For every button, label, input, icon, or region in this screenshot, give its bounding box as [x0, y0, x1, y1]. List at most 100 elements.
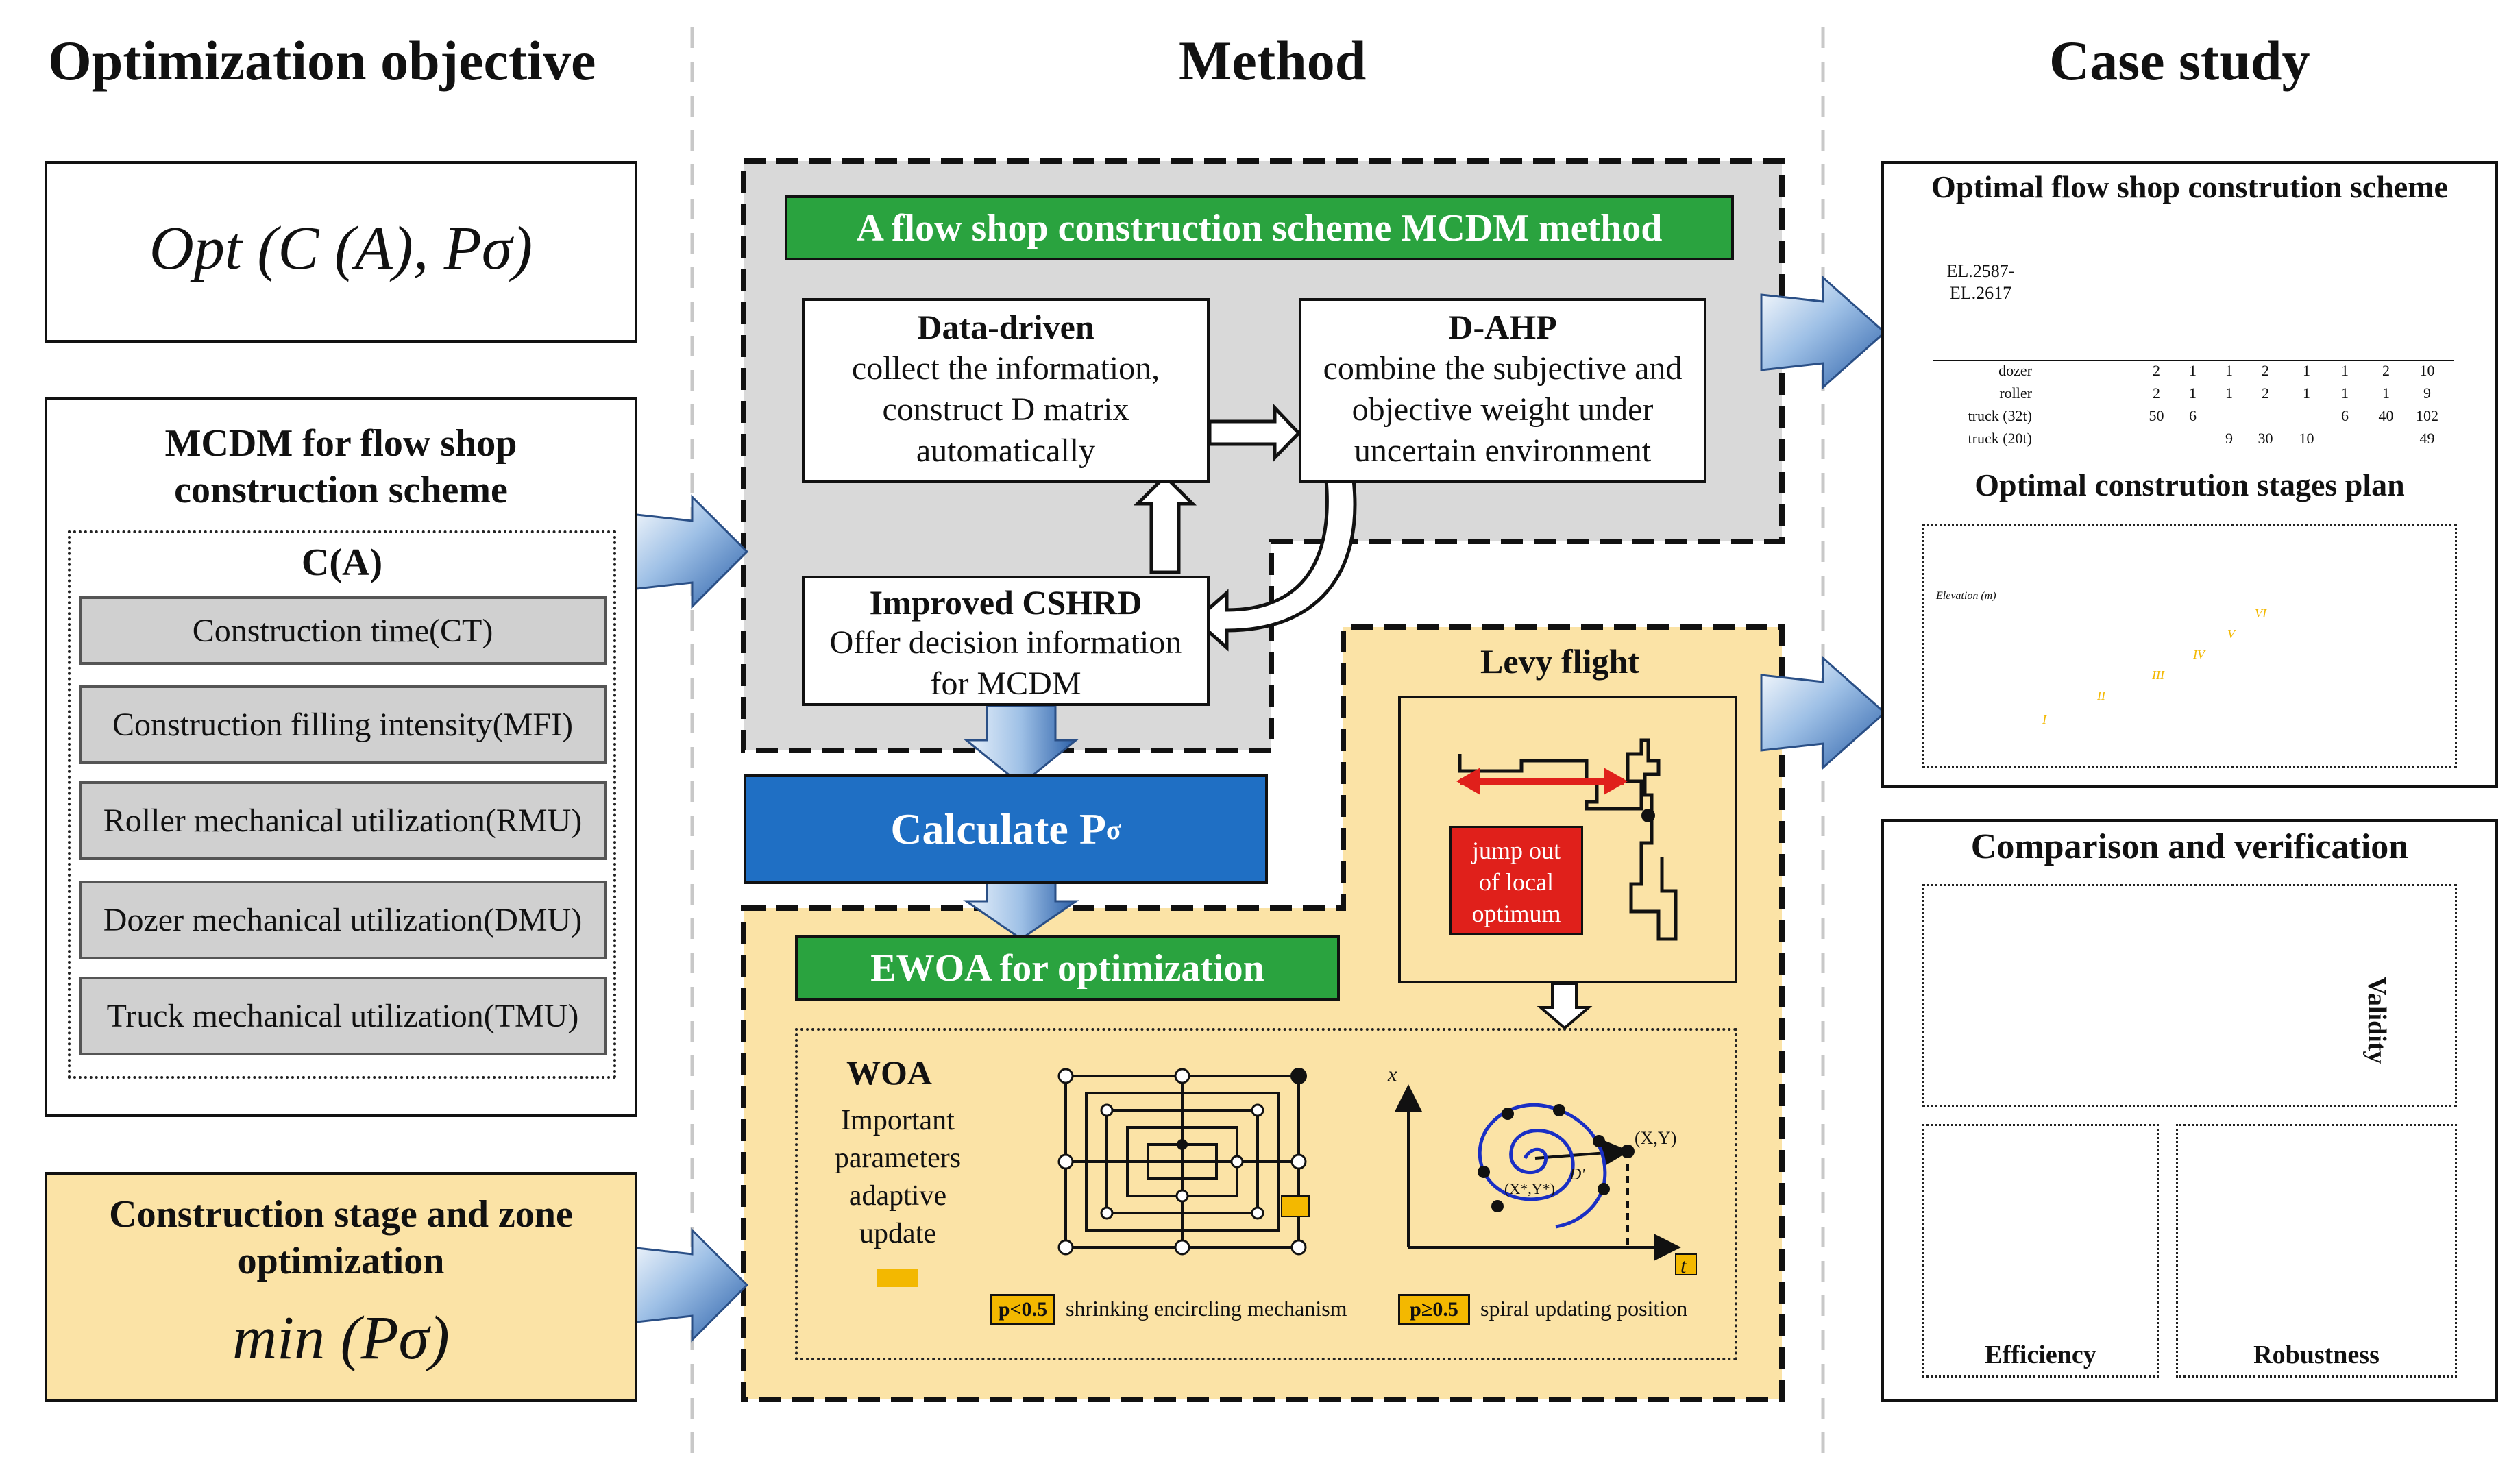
scheme-table-header: UR: [2146, 338, 2167, 355]
el-label-line1: EL.2587-: [1946, 261, 2015, 281]
data-driven-box: Data-driven collect the information, con…: [802, 298, 1210, 483]
scheme-table-cell: 6: [2189, 407, 2197, 424]
data-driven-line1: collect the information,: [851, 350, 1160, 387]
spiral-center-label: (X*,Y*): [1504, 1180, 1555, 1197]
scheme-table-header: DF: [2297, 338, 2316, 355]
cshrd-title: Improved CSHRD: [869, 583, 1142, 622]
stage-roman-label: II: [2097, 689, 2105, 702]
scheme-table-header: UT: [2182, 338, 2203, 355]
arrow-cshrd-to-datadriven: [1133, 474, 1197, 574]
scheme-table-row-label: roller: [1999, 384, 2032, 402]
levy-jump-line1: jump out: [1471, 837, 1561, 864]
scheme-table-cell: 10: [2299, 430, 2314, 447]
arrow-mcdm-to-method: [629, 494, 749, 609]
robustness-label: Robustness: [2253, 1341, 2380, 1369]
scheme-table-cell: 2: [2153, 362, 2160, 379]
scheme-table-row-label: truck (20t): [1968, 430, 2032, 447]
robustness-figure: [2176, 1124, 2457, 1378]
scheme-table-cell: 40: [2378, 407, 2394, 424]
levy-jump-line2: of local: [1479, 868, 1554, 896]
woa-grid-points: [1057, 1068, 1307, 1256]
ewoa-banner: EWOA for optimization: [795, 935, 1340, 1001]
scheme-table-cell: 9: [2225, 430, 2233, 447]
dahp-line3: uncertain environment: [1354, 432, 1652, 469]
data-driven-line3: automatically: [916, 432, 1096, 469]
scheme-table-header: UF: [2219, 338, 2239, 355]
levy-box: [1398, 696, 1737, 983]
woa-line4: update: [859, 1218, 936, 1249]
scheme-table-cell: 2: [2153, 384, 2160, 402]
stages-figure: [1922, 524, 2457, 768]
efficiency-label: Efficiency: [1985, 1341, 2096, 1369]
scheme-table-cell: 1: [2382, 384, 2390, 402]
stage-roman-label: I: [2042, 713, 2046, 726]
woa-line1: Important: [841, 1105, 955, 1136]
dahp-title: D-AHP: [1448, 308, 1557, 346]
scheme-table-cell: 1: [2189, 384, 2197, 402]
scheme-table-cell: 102: [2416, 407, 2438, 424]
arrow-mcdm-to-scheme: [1760, 275, 1887, 390]
scheme-table-cell: 9: [2423, 384, 2431, 402]
stage-roman-label: III: [2152, 668, 2164, 682]
arrow-stage-to-method: [629, 1227, 749, 1343]
scheme-table-header: Sum: [2413, 338, 2441, 355]
scheme-table-cell: 1: [2341, 384, 2349, 402]
mcdm-title-line2: construction scheme: [174, 469, 508, 511]
scheme-table-cell: 1: [2189, 362, 2197, 379]
p-ge-tag: p≥0.5: [1398, 1294, 1470, 1325]
stage-roman-label: VI: [2255, 607, 2266, 620]
dahp-line2: objective weight under: [1351, 391, 1654, 428]
scheme-table-cell: 2: [2382, 362, 2390, 379]
header-case-study: Case study: [2049, 29, 2310, 92]
scheme-table-cell: 1: [2225, 362, 2233, 379]
criterion-rmu: Roller mechanical utilization(RMU): [79, 781, 607, 860]
cshrd-line1: Offer decision information: [829, 624, 1182, 661]
spiral-curve: [1478, 1103, 1607, 1229]
arrow-levy-to-woa: [1537, 982, 1593, 1030]
stage-optimization-box: Construction stage and zone optimization…: [45, 1172, 637, 1402]
calculate-subscript: σ: [1105, 813, 1121, 845]
mcdm-method-banner: A flow shop construction scheme MCDM met…: [785, 195, 1734, 260]
stage-roman-label: IV: [2193, 648, 2205, 661]
dahp-box: D-AHP combine the subjective and objecti…: [1299, 298, 1706, 483]
scheme-table-row-label: dozer: [1998, 362, 2032, 379]
header-method: Method: [1179, 29, 1367, 92]
arrow-dahp-to-cshrd: [1193, 478, 1357, 652]
scheme-table-header: DR: [2375, 338, 2397, 355]
scheme-table-cell: 1: [2341, 362, 2349, 379]
data-driven-title: Data-driven: [917, 308, 1094, 346]
ca-title: C(A): [301, 541, 383, 584]
scheme-table-cell: 50: [2149, 407, 2164, 424]
criterion-ct: Construction time(CT): [79, 596, 607, 665]
dahp-line1: combine the subjective and: [1323, 350, 1683, 387]
scheme-title: Optimal flow shop constrution scheme: [1931, 169, 2448, 204]
p-lt-desc: shrinking encircling mechanism: [1066, 1296, 1347, 1321]
woa-title: WOA: [846, 1053, 932, 1092]
efficiency-figure: [1922, 1124, 2159, 1378]
scheme-table-cell: 1: [2225, 384, 2233, 402]
objective-formula: Opt (C (A), Pσ): [149, 215, 533, 282]
data-driven-line2: construct D matrix: [882, 391, 1129, 428]
spiral-axis-x: t: [1680, 1255, 1687, 1277]
criterion-mfi: Construction filling intensity(MFI): [79, 685, 607, 764]
scheme-table-cell: 30: [2258, 430, 2273, 447]
calculate-label: Calculate P: [890, 805, 1106, 853]
scheme-table-cell: 6: [2341, 407, 2349, 424]
woa-best-point: [1290, 1068, 1307, 1084]
validity-figure: [1922, 884, 2457, 1107]
levy-jump-label: jump out of local optimum: [1449, 826, 1583, 935]
case-bottom-box: [1881, 819, 2498, 1402]
criterion-dmu: Dozer mechanical utilization(DMU): [79, 881, 607, 959]
stage-title-line1: Construction stage and zone: [109, 1193, 573, 1236]
cshrd-line2: for MCDM: [930, 665, 1081, 702]
woa-legend-swatch: [877, 1269, 918, 1287]
spiral-plot: [1395, 1084, 1681, 1261]
spiral-d-label: D': [1569, 1166, 1585, 1184]
arrow-datadriven-to-dahp: [1208, 403, 1301, 463]
criterion-tmu: Truck mechanical utilization(TMU): [79, 977, 607, 1055]
spiral-point-label: (X,Y): [1635, 1128, 1677, 1148]
levy-jump-line3: optimum: [1471, 900, 1561, 927]
validity-label: Validity: [2362, 977, 2391, 1064]
